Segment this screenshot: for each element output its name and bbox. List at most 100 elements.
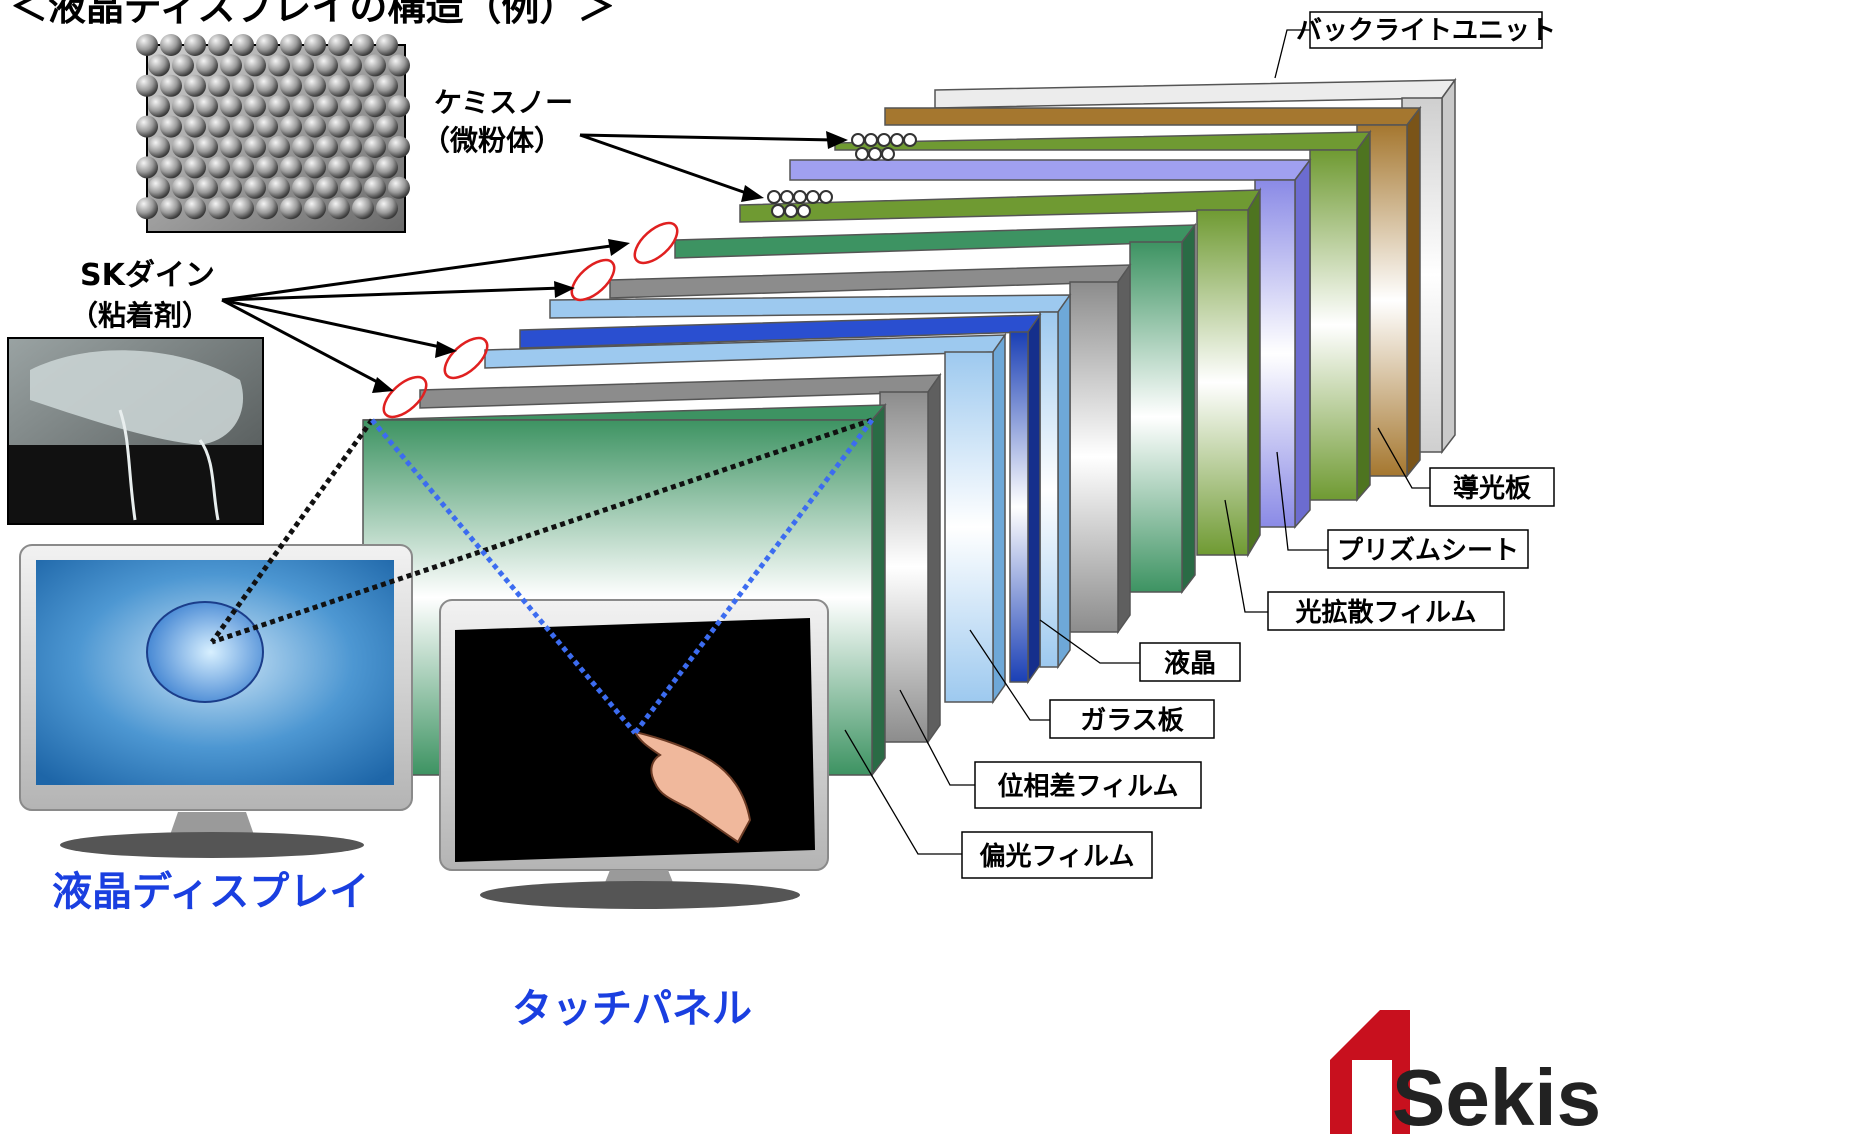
chemisnow-sem-photo (136, 34, 410, 233)
microsphere (160, 34, 182, 56)
microsphere (304, 34, 326, 56)
svg-text:位相差フィルム: 位相差フィルム (998, 771, 1179, 802)
microsphere (136, 197, 158, 220)
svg-text:バックライトユニット: バックライトユニット (1296, 16, 1556, 46)
microsphere (160, 74, 182, 97)
microsphere (280, 34, 302, 56)
microsphere (376, 115, 398, 138)
page-title: ＜液晶ディスプレイの構造（例）＞ (10, 0, 615, 29)
callout-arrows (221, 133, 836, 387)
microsphere (304, 156, 326, 179)
microsphere (256, 156, 278, 179)
microsphere (220, 54, 242, 77)
layer-glass-plate-back (549, 292, 1072, 670)
microsphere (220, 95, 242, 118)
microsphere (244, 176, 266, 199)
microsphere (340, 95, 362, 118)
microsphere (352, 197, 374, 220)
chemisnow-sub: （微粉体） (422, 124, 562, 157)
microsphere (268, 136, 290, 158)
microsphere (136, 34, 158, 56)
skdyne-adhesive-markers (382, 221, 679, 419)
skdyne-name: SKダイン (80, 258, 215, 293)
microsphere (352, 74, 374, 97)
microsphere (256, 74, 278, 97)
microsphere (184, 156, 206, 179)
layer-label-liquid-crystal: 液晶 (1139, 642, 1241, 682)
microsphere (256, 115, 278, 138)
microsphere (352, 156, 374, 179)
layer-diffusion-film (739, 187, 1262, 558)
microsphere (388, 136, 410, 158)
microsphere (184, 197, 206, 220)
microsphere (316, 136, 338, 158)
microsphere (268, 95, 290, 118)
microsphere (352, 115, 374, 138)
microsphere (136, 156, 158, 179)
svg-text:偏光フィルム: 偏光フィルム (980, 841, 1135, 872)
microsphere (172, 95, 194, 118)
skdyne-adhesive-photo (7, 337, 264, 525)
microsphere (160, 115, 182, 138)
microsphere (148, 95, 170, 118)
layer-polarizing-film-back (674, 222, 1197, 595)
microsphere (292, 95, 314, 118)
microsphere (388, 54, 410, 77)
microsphere (148, 136, 170, 158)
layer-liquid-crystal (519, 312, 1042, 685)
microsphere (208, 197, 230, 220)
microsphere (232, 74, 254, 97)
microsphere (196, 136, 218, 158)
microsphere (328, 197, 350, 220)
microsphere (244, 136, 266, 158)
microsphere (184, 115, 206, 138)
microsphere (292, 136, 314, 158)
microsphere (340, 136, 362, 158)
microsphere (352, 34, 374, 56)
microsphere (208, 34, 230, 56)
svg-text:プリズムシート: プリズムシート (1337, 535, 1519, 566)
microsphere (328, 74, 350, 97)
microsphere (172, 54, 194, 77)
microsphere (208, 156, 230, 179)
microsphere (388, 176, 410, 199)
microsphere (268, 176, 290, 199)
layer-retardation-film (419, 372, 942, 745)
microsphere (280, 197, 302, 220)
projection-lines (209, 417, 874, 735)
microsphere (148, 176, 170, 199)
microsphere (136, 74, 158, 97)
microsphere (328, 115, 350, 138)
layer-retardation-film-back (609, 262, 1132, 635)
magnified-spot (146, 601, 264, 703)
microsphere (232, 115, 254, 138)
svg-text:Sekis: Sekis (1392, 1053, 1601, 1134)
layer-label-polarizing-film: 偏光フィルム (961, 831, 1153, 879)
chemisnow-name: ケミスノー (434, 86, 573, 119)
touch-panel-product-label: タッチパネル (512, 986, 752, 1032)
layer-prism-sheet (789, 157, 1312, 529)
skdyne-sub: （粘着剤） (70, 299, 210, 332)
microsphere (184, 74, 206, 97)
microsphere (196, 95, 218, 118)
lcd-monitor-illustration (19, 544, 413, 858)
sekisui-logo: Sekis (1330, 1010, 1601, 1134)
microsphere (244, 95, 266, 118)
chemisnow-particles-lower (767, 190, 833, 218)
layer-label-prism-sheet: プリズムシート (1327, 529, 1529, 569)
layer-label-retardation-film: 位相差フィルム (974, 761, 1202, 809)
layer-diffusion-film-upper (834, 129, 1372, 503)
microsphere (172, 176, 194, 199)
microsphere (244, 54, 266, 77)
microsphere (196, 176, 218, 199)
microsphere (160, 197, 182, 220)
microsphere (232, 156, 254, 179)
microsphere (232, 34, 254, 56)
microsphere (316, 95, 338, 118)
lcd-product-label: 液晶ディスプレイ (52, 869, 369, 915)
layer-glass-plate (484, 332, 1007, 705)
microsphere (160, 156, 182, 179)
microsphere (376, 197, 398, 220)
microsphere (148, 54, 170, 77)
